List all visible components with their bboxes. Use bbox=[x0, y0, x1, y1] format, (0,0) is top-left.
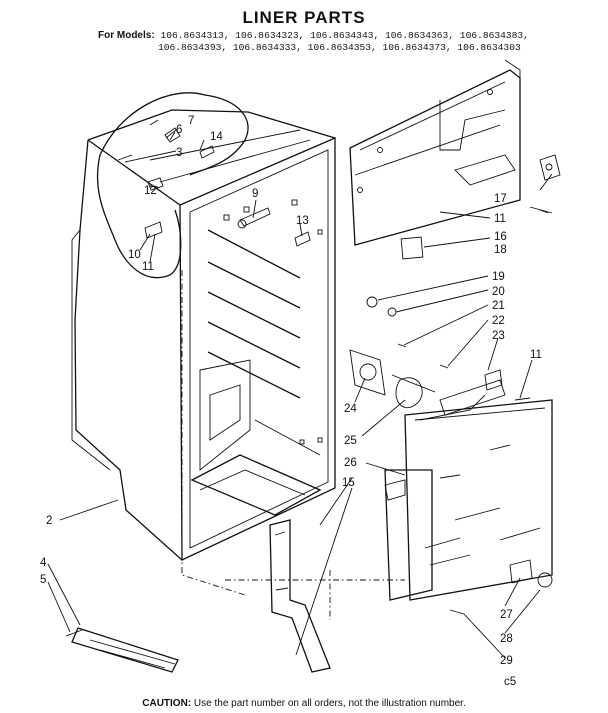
callout-14: 14 bbox=[210, 131, 223, 143]
callout-2: 2 bbox=[46, 515, 52, 527]
models-line-1-text: 106.8634313, 106.8634323, 106.8634343, 1… bbox=[160, 30, 529, 41]
callout-11-upper-right: 11 bbox=[494, 213, 506, 225]
model-list-line-2: 106.8634393, 106.8634333, 106.8634353, 1… bbox=[158, 42, 521, 53]
page-title: LINER PARTS bbox=[242, 8, 366, 27]
callout-23: 23 bbox=[492, 330, 505, 342]
model-list-line-1: For Models: 106.8634313, 106.8634323, 10… bbox=[98, 30, 598, 42]
callout-labels: 2 3 4 5 6 7 9 10 11 11 11 12 13 14 15 16… bbox=[40, 115, 542, 688]
rear-panel bbox=[384, 399, 553, 615]
callout-11-left: 11 bbox=[142, 261, 154, 273]
callout-28: 28 bbox=[500, 633, 513, 645]
callout-4: 4 bbox=[40, 557, 47, 569]
fan-assembly bbox=[349, 296, 531, 421]
model-list: For Models: 106.8634313, 106.8634323, 10… bbox=[98, 30, 598, 54]
callout-16: 16 bbox=[494, 231, 507, 243]
callout-29: 29 bbox=[500, 655, 513, 667]
callout-13: 13 bbox=[296, 215, 309, 227]
callout-7: 7 bbox=[188, 115, 194, 127]
callout-12: 12 bbox=[144, 185, 157, 197]
callout-10: 10 bbox=[128, 249, 141, 261]
callout-11-fan: 11 bbox=[530, 349, 542, 361]
footer-code: c5 bbox=[504, 676, 516, 688]
caution-text: Use the part number on all orders, not t… bbox=[193, 698, 466, 709]
cabinet-liner bbox=[71, 92, 336, 562]
callout-3: 3 bbox=[176, 147, 182, 159]
caution-note: CAUTION: Use the part number on all orde… bbox=[0, 698, 608, 709]
callout-6: 6 bbox=[176, 124, 182, 136]
alignment-lines bbox=[181, 270, 405, 620]
models-label: For Models: bbox=[98, 30, 155, 41]
control-housing bbox=[349, 59, 561, 260]
callout-22: 22 bbox=[492, 315, 505, 327]
callout-9: 9 bbox=[252, 188, 258, 200]
callout-19: 19 bbox=[492, 271, 505, 283]
callout-15: 15 bbox=[342, 477, 355, 489]
callout-17: 17 bbox=[494, 193, 507, 205]
leader-lines bbox=[47, 129, 553, 659]
callout-24: 24 bbox=[344, 403, 357, 415]
callout-5: 5 bbox=[40, 574, 46, 586]
callout-18: 18 bbox=[494, 244, 507, 256]
front-bracket bbox=[269, 519, 331, 673]
callout-26: 26 bbox=[344, 457, 357, 469]
callout-25: 25 bbox=[344, 435, 357, 447]
bottom-trim bbox=[65, 627, 179, 673]
callout-20: 20 bbox=[492, 286, 505, 298]
caution-label: CAUTION: bbox=[142, 698, 192, 709]
callout-27: 27 bbox=[500, 609, 513, 621]
callout-21: 21 bbox=[492, 300, 505, 312]
